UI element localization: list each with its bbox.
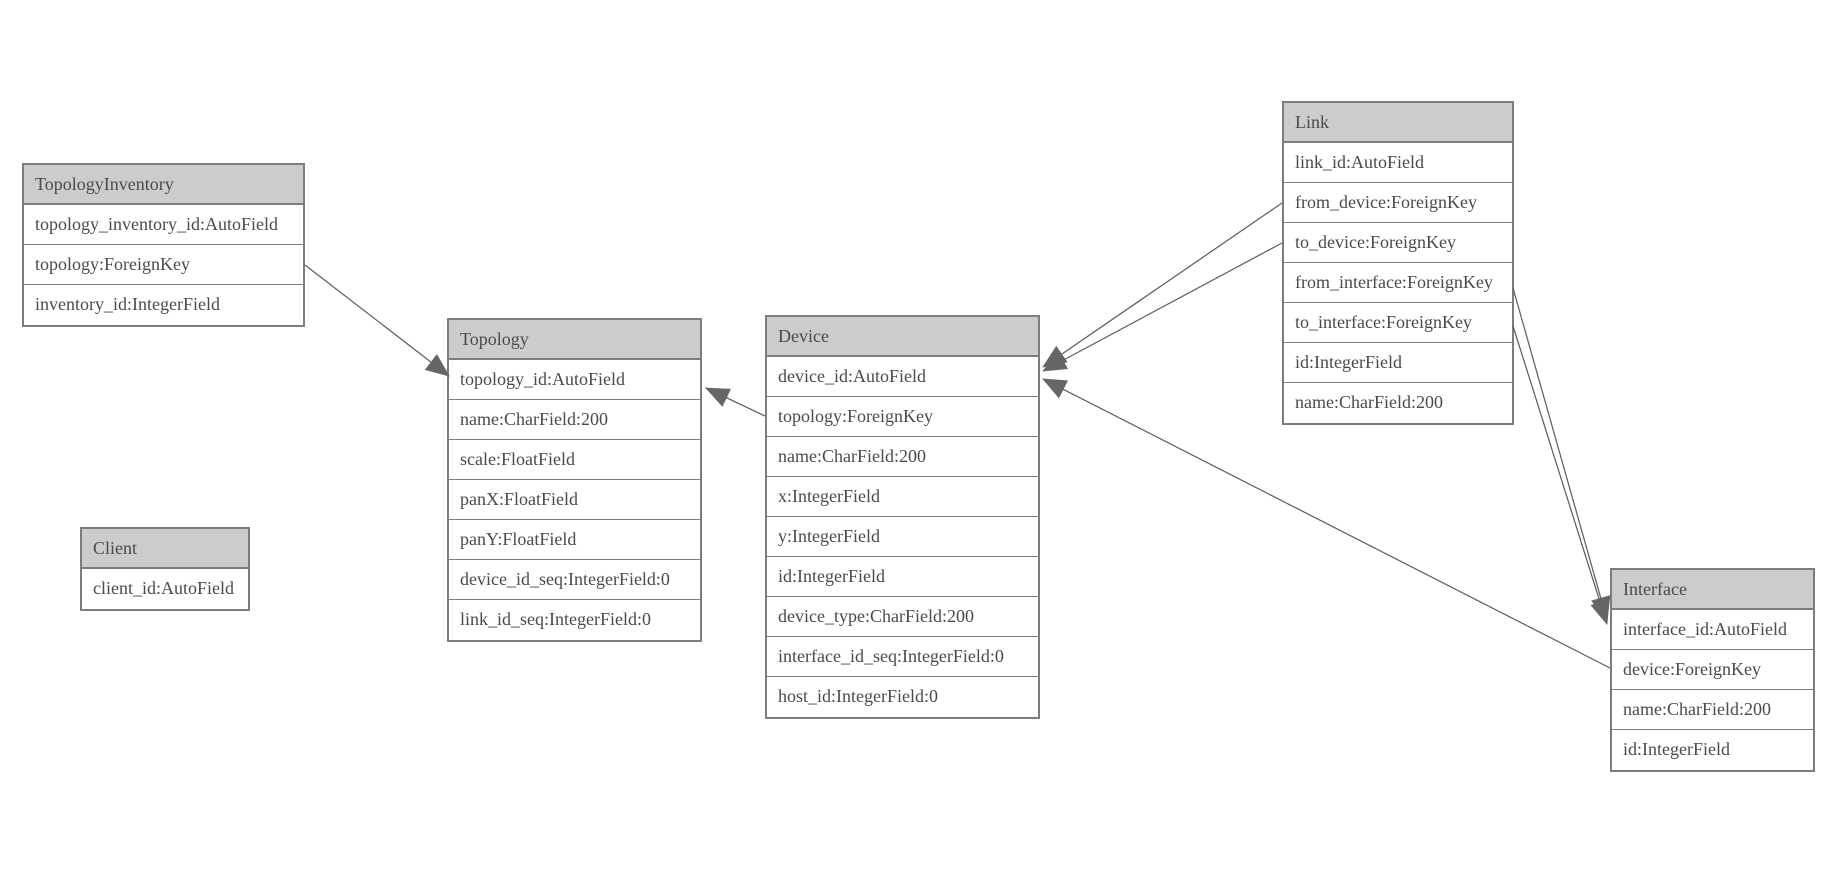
entity-link-field-row: from_interface:ForeignKey: [1284, 263, 1512, 303]
entity-interface-field-row: device:ForeignKey: [1612, 650, 1813, 690]
entity-device-field-row: id:IntegerField: [767, 557, 1038, 597]
entity-topology-field-row: scale:FloatField: [449, 440, 700, 480]
entity-topology-field-row: device_id_seq:IntegerField:0: [449, 560, 700, 600]
entity-client-field-row: client_id:AutoField: [82, 569, 248, 609]
entity-device-field-row: host_id:IntegerField:0: [767, 677, 1038, 717]
entity-topology-inventory-field-row: topology_inventory_id:AutoField: [24, 205, 303, 245]
relation-device-topology-to-topology: [705, 387, 766, 417]
entity-device-field-row: y:IntegerField: [767, 517, 1038, 557]
entity-interface-title: Interface: [1612, 570, 1813, 610]
entity-device-field-row: topology:ForeignKey: [767, 397, 1038, 437]
entity-topology-inventory-field-row: inventory_id:IntegerField: [24, 285, 303, 325]
entity-link-title: Link: [1284, 103, 1512, 143]
relation-link-from-device-to-device: [1042, 202, 1283, 368]
entity-interface-field-row: interface_id:AutoField: [1612, 610, 1813, 650]
entity-device-field-row: x:IntegerField: [767, 477, 1038, 517]
entity-device-field-row: interface_id_seq:IntegerField:0: [767, 637, 1038, 677]
entity-topology-title: Topology: [449, 320, 700, 360]
entity-topology-field-row: panY:FloatField: [449, 520, 700, 560]
relation-link-to-device-to-device: [1042, 242, 1283, 372]
entity-interface-field-row: name:CharField:200: [1612, 690, 1813, 730]
entity-topology-inventory-field-row: topology:ForeignKey: [24, 245, 303, 285]
entity-interface-field-row: id:IntegerField: [1612, 730, 1813, 770]
entity-device-field-row: device_id:AutoField: [767, 357, 1038, 397]
entity-link-field-row: to_device:ForeignKey: [1284, 223, 1512, 263]
entity-link-field-row: link_id:AutoField: [1284, 143, 1512, 183]
entity-link-field-row: id:IntegerField: [1284, 343, 1512, 383]
entity-topology-field-row: name:CharField:200: [449, 400, 700, 440]
entity-device-field-row: device_type:CharField:200: [767, 597, 1038, 637]
entity-device-title: Device: [767, 317, 1038, 357]
entity-topology-field-row: topology_id:AutoField: [449, 360, 700, 400]
relation-link-to-interface-to-interface: [1512, 325, 1610, 625]
entity-topology-field-row: link_id_seq:IntegerField:0: [449, 600, 700, 640]
relation-topologyinventory-topology-to-topology: [304, 264, 450, 377]
entity-topology-inventory-title: TopologyInventory: [24, 165, 303, 205]
relation-link-from-interface-to-interface: [1512, 287, 1611, 621]
entity-device-field-row: name:CharField:200: [767, 437, 1038, 477]
entity-client-title: Client: [82, 529, 248, 569]
entity-topology-field-row: panX:FloatField: [449, 480, 700, 520]
entity-link-field-row: to_interface:ForeignKey: [1284, 303, 1512, 343]
entity-link-field-row: from_device:ForeignKey: [1284, 183, 1512, 223]
entity-link-field-row: name:CharField:200: [1284, 383, 1512, 423]
